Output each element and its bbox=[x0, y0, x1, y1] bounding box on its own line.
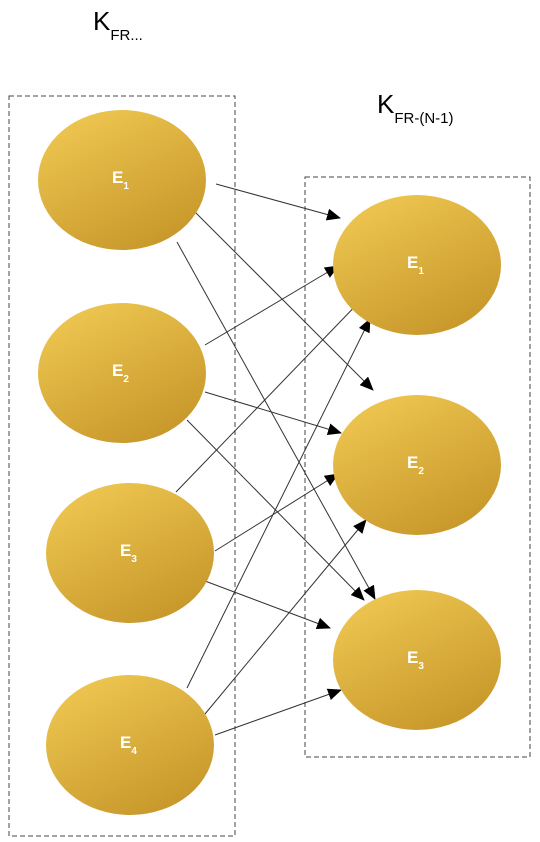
node-label: E2 bbox=[112, 361, 129, 385]
node-label: E1 bbox=[112, 168, 129, 192]
group-label-right: KFR-(N-1) bbox=[377, 89, 454, 127]
node-left-l4: E4 bbox=[46, 675, 214, 815]
node-label: E3 bbox=[407, 648, 424, 672]
node-label: E2 bbox=[407, 453, 424, 477]
group-box-right bbox=[304, 176, 531, 758]
node-left-l3: E3 bbox=[46, 483, 214, 623]
edge-l4-r1 bbox=[186, 318, 371, 689]
node-ellipse bbox=[38, 303, 206, 443]
node-label: E3 bbox=[120, 541, 137, 565]
edge-l2-r2 bbox=[204, 391, 342, 435]
node-ellipse bbox=[333, 395, 501, 535]
edge-l3-r2 bbox=[214, 473, 339, 552]
node-left-l2: E2 bbox=[38, 303, 206, 443]
node-ellipse bbox=[333, 195, 501, 335]
node-ellipse bbox=[38, 110, 206, 250]
group-label-left: KFR... bbox=[93, 6, 143, 44]
node-ellipse bbox=[46, 675, 214, 815]
node-ellipse bbox=[46, 483, 214, 623]
group-box-left bbox=[8, 95, 236, 837]
edge-l1-r1 bbox=[215, 183, 341, 221]
edge-l4-r3 bbox=[214, 688, 342, 736]
edge-l3-r1 bbox=[175, 295, 366, 493]
edge-l2-r1 bbox=[204, 265, 339, 346]
node-right-r3: E3 bbox=[333, 590, 501, 730]
edge-l1-r3 bbox=[176, 241, 376, 600]
node-label: E4 bbox=[120, 733, 137, 757]
node-right-r1: E1 bbox=[333, 195, 501, 335]
node-left-l1: E1 bbox=[38, 110, 206, 250]
edge-l3-r3 bbox=[204, 580, 331, 630]
node-ellipse bbox=[333, 590, 501, 730]
edge-l4-r2 bbox=[204, 519, 367, 715]
edges-layer bbox=[175, 183, 376, 736]
node-right-r2: E2 bbox=[333, 395, 501, 535]
edge-l1-r2 bbox=[194, 211, 374, 391]
node-label: E1 bbox=[407, 253, 424, 277]
